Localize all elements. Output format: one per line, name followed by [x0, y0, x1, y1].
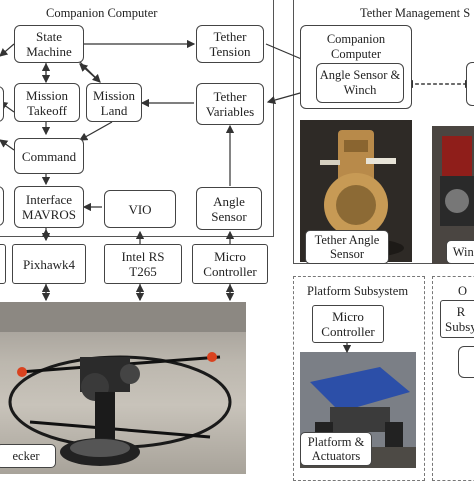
platform-micro-controller-block: Micro Controller [312, 305, 384, 343]
angle-sensor-winch-block: Angle Sensor & Winch [316, 63, 404, 103]
right-partial-lower-block [458, 346, 474, 378]
tether-angle-sensor-caption: Tether Angle Sensor [305, 230, 389, 264]
interface-mavros-block: Interface MAVROS [14, 186, 84, 228]
micro-controller-block: Micro Controller [192, 244, 268, 284]
left-partial-board [0, 244, 6, 284]
intel-rs-block: Intel RS T265 [104, 244, 182, 284]
tether-management-title: Tether Management S [360, 6, 471, 20]
left-partial-block-1 [0, 86, 4, 122]
right-partial-title: O [458, 284, 468, 298]
winch-caption: Winc [446, 240, 474, 264]
command-block: Command [14, 138, 84, 174]
mission-land-block: Mission Land [86, 83, 142, 122]
angle-sensor-block: Angle Sensor [196, 187, 262, 230]
right-partial-subsystem-block: R Subsy [440, 300, 474, 338]
right-edge-partial-block [466, 62, 474, 106]
platform-subsystem-title: Platform Subsystem [307, 284, 409, 298]
platform-actuators-caption: Platform & Actuators [300, 432, 372, 466]
tether-variables-block: Tether Variables [196, 83, 264, 125]
drone-caption: ecker [0, 444, 56, 468]
vio-block: VIO [104, 190, 176, 228]
tether-tension-block: Tether Tension [196, 25, 264, 63]
state-machine-block: State Machine [14, 25, 84, 63]
left-partial-block-2 [0, 186, 4, 226]
mission-takeoff-block: Mission Takeoff [14, 83, 80, 122]
companion-computer-title: Companion Computer [46, 6, 158, 20]
pixhawk-block: Pixhawk4 [12, 244, 86, 284]
